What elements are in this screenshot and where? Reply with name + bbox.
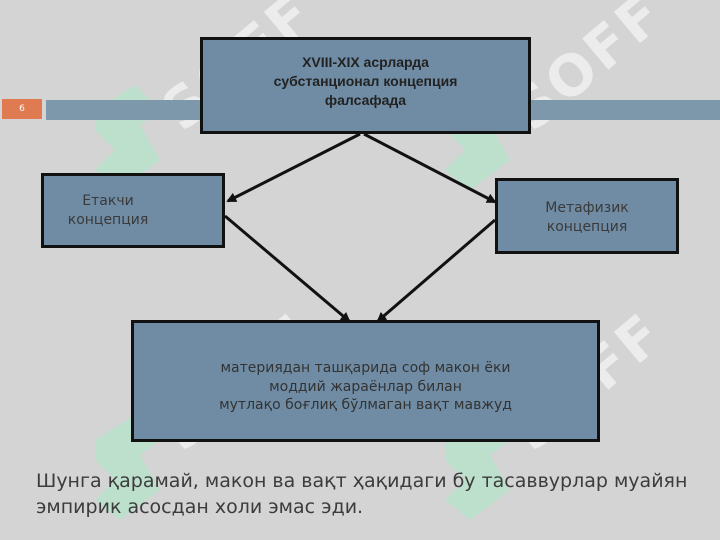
bottom-conclusion-label: материядан ташқарида соф макон ёки модди… [219, 359, 512, 414]
top-concept-box: XVIII-XIX асрларда субстанционал концепц… [200, 37, 531, 134]
right-concept-label: Метафизик концепция [545, 200, 629, 235]
footer-text: Шунга қарамай, макон ва вақт ҳақидаги бу… [36, 470, 688, 518]
left-concept-box: Етакчи концепция [41, 173, 225, 248]
arrow-top-to-right [363, 132, 497, 204]
right-concept-box: Метафизик концепция [495, 178, 679, 254]
header-accent-bar [531, 100, 720, 120]
bottom-conclusion-box: материядан ташқарида соф макон ёки модди… [131, 320, 600, 442]
arrow-right-to-bottom [376, 218, 496, 323]
arrow-left-to-bottom [224, 214, 351, 323]
slide-number-badge: 6 [2, 99, 42, 119]
top-concept-label: XVIII-XIX асрларда субстанционал концепц… [273, 54, 458, 108]
left-concept-label: Етакчи концепция [67, 193, 149, 228]
arrow-top-to-left [226, 132, 361, 203]
header-accent-bar [46, 100, 202, 120]
